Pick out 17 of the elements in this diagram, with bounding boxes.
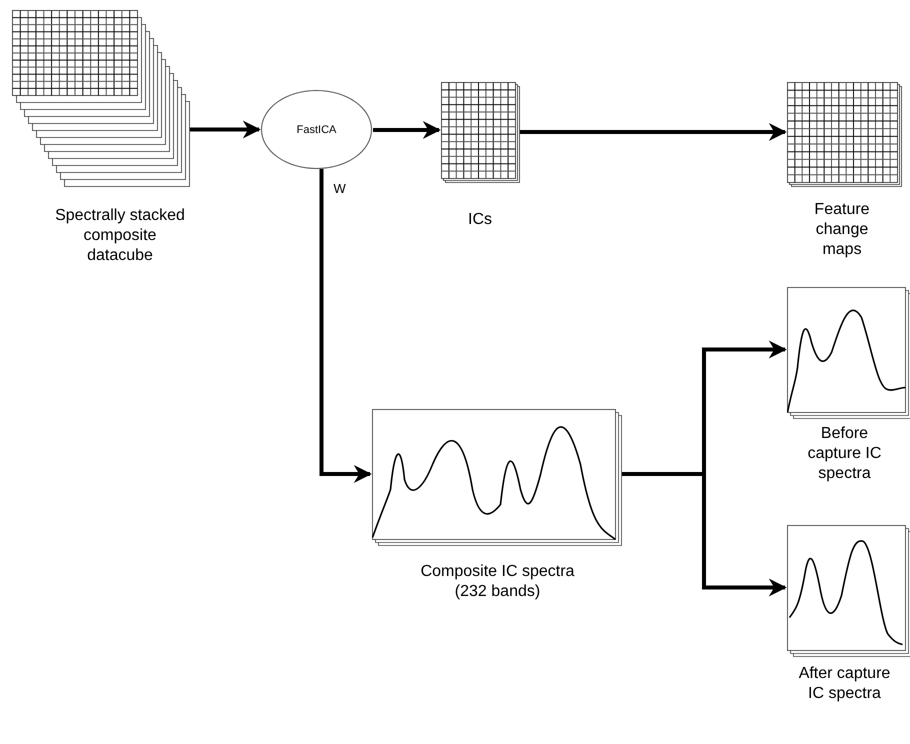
node-caption: Before capture IC spectra xyxy=(806,424,882,484)
spectrum-stack-drawing xyxy=(787,287,910,419)
node-caption: Feature change maps xyxy=(813,200,871,260)
arrow xyxy=(373,121,441,139)
spectrum-stack-drawing xyxy=(372,409,622,546)
arrow xyxy=(320,169,372,483)
arrow xyxy=(622,472,787,596)
node-caption: Spectrally stacked composite datacube xyxy=(54,206,186,266)
node-caption: Composite IC spectra (232 bands) xyxy=(420,562,576,602)
process-ellipse: FastICA xyxy=(261,90,372,169)
arrow xyxy=(520,123,787,141)
spectrum-stack-drawing xyxy=(787,525,910,657)
node-caption: ICs xyxy=(467,210,493,230)
image-stack-drawing xyxy=(12,10,190,187)
arrow xyxy=(190,120,261,138)
node-caption: After capture IC spectra xyxy=(798,664,892,704)
edge-label: W xyxy=(334,181,346,196)
